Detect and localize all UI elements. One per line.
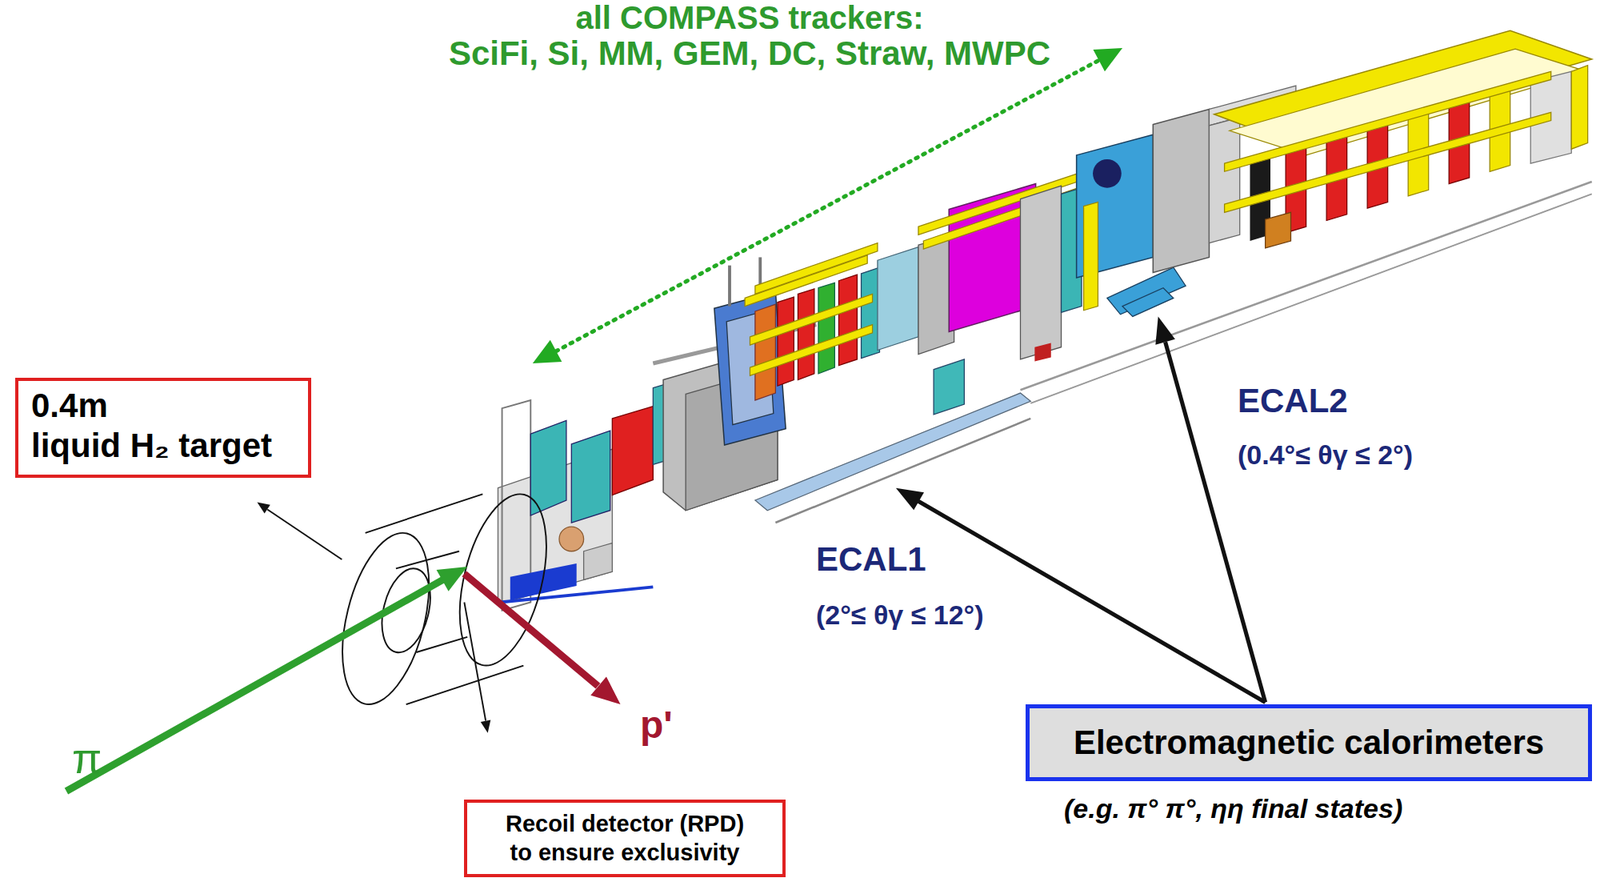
ecal-name: ECAL2 — [1237, 382, 1348, 420]
node-text: 0.4m — [31, 385, 296, 426]
calorimeter-box: Electromagnetic calorimeters — [1025, 704, 1592, 781]
node-text: Recoil detector (RPD) to ensure exclusiv… — [496, 808, 753, 868]
angle-range: (0.4°≤ θγ ≤ 2°) — [1237, 440, 1413, 470]
tracker-list: SciFi, Si, MM, GEM, DC, Straw, MWPC — [448, 35, 1051, 72]
beam-label: π — [72, 734, 102, 782]
tracker-heading: all COMPASS trackers: — [576, 0, 924, 36]
angle-range: (2°≤ θγ ≤ 12°) — [816, 600, 984, 630]
note: (e.g. π° π°, ηη final states) — [1064, 793, 1403, 824]
node-text: liquid H₂ target — [31, 425, 296, 466]
target-box: 0.4mliquid H₂ target — [15, 377, 312, 478]
recoil-detector-box: Recoil detector (RPD) to ensure exclusiv… — [464, 799, 786, 877]
ecal-name: ECAL1 — [816, 540, 927, 578]
recoil-label: p' — [640, 704, 673, 747]
node-text: Electromagnetic calorimeters — [1047, 722, 1571, 763]
